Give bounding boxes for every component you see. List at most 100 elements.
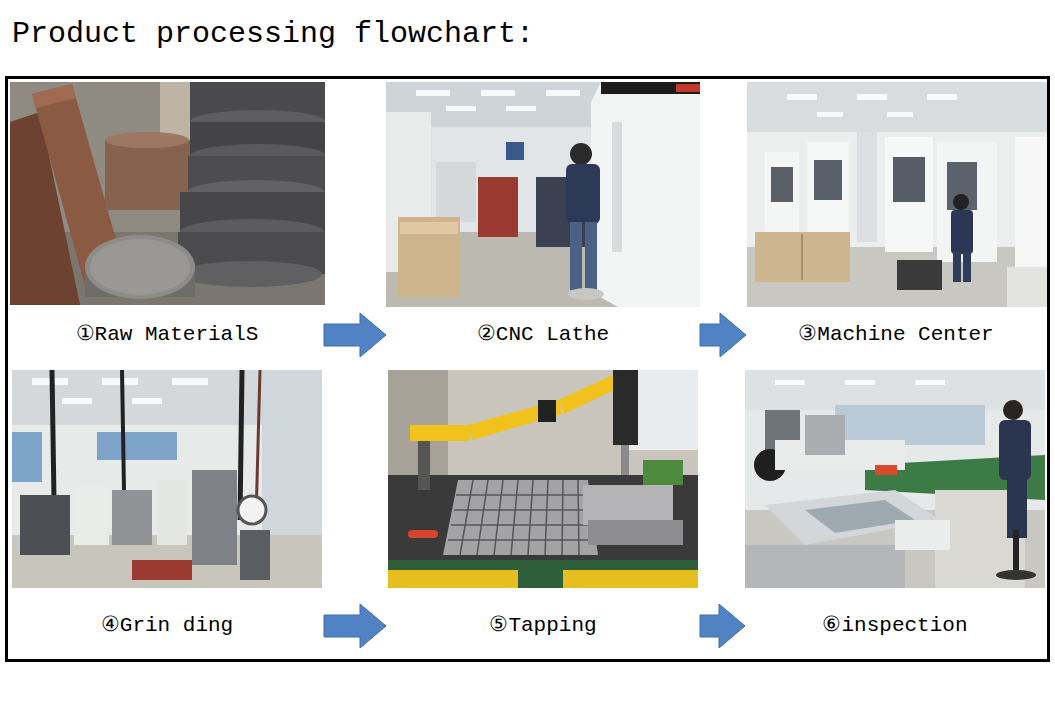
photo-detail — [32, 84, 76, 108]
photo-detail — [20, 495, 70, 555]
photo-detail — [568, 288, 604, 300]
photo-detail — [468, 400, 562, 440]
photo-detail — [105, 140, 190, 210]
step-caption: ②CNC Lathe — [388, 322, 698, 348]
photo-detail — [408, 530, 438, 538]
photo-detail — [398, 217, 460, 297]
photo-detail — [566, 164, 600, 224]
photo-detail — [538, 400, 556, 422]
photo-detail — [885, 137, 933, 252]
photo-detail — [755, 232, 850, 282]
photo-detail — [588, 520, 683, 545]
photo-detail — [436, 162, 476, 222]
photo-detail — [102, 378, 138, 385]
photo-detail — [90, 239, 190, 295]
photo-detail — [451, 524, 594, 526]
photo-detail — [887, 112, 913, 117]
photo-detail — [643, 460, 683, 485]
step-box: ⑤Tapping — [388, 609, 698, 643]
photo-detail — [765, 152, 799, 242]
step-caption: ⑥inspection — [747, 613, 1043, 639]
photo-detail — [446, 106, 476, 111]
cnc-lathe-photo — [386, 82, 700, 307]
photo-detail — [937, 142, 997, 262]
photo-detail — [562, 480, 563, 555]
photo-detail — [506, 106, 536, 111]
flow-arrow — [700, 604, 745, 648]
photo-detail — [388, 475, 698, 560]
photo-detail — [999, 420, 1031, 480]
photo-detail — [477, 480, 488, 555]
photo-detail — [240, 370, 242, 520]
photo-detail — [628, 370, 698, 450]
photo-detail — [528, 480, 533, 555]
photo-detail — [122, 370, 124, 490]
photo-detail — [132, 560, 192, 580]
photo-detail — [456, 494, 590, 496]
photo-detail — [400, 222, 458, 234]
photo-detail — [388, 570, 518, 588]
photo-detail — [745, 545, 905, 588]
photo-detail — [546, 90, 580, 96]
photo-detail — [178, 261, 322, 287]
photo-detail — [996, 570, 1036, 580]
photo-detail — [157, 480, 187, 545]
photo-detail — [953, 194, 969, 210]
photo-detail — [771, 167, 793, 202]
photo-detail — [448, 480, 596, 555]
step-box: ③Machine Center — [748, 318, 1044, 352]
photo-detail — [612, 122, 622, 252]
photo-detail — [545, 480, 548, 555]
flow-arrow — [324, 313, 386, 357]
photo-detail — [585, 222, 597, 290]
step-box: ②CNC Lathe — [388, 318, 698, 352]
inspection-photo — [745, 370, 1045, 588]
step-box: ①Raw MaterialS — [12, 318, 322, 352]
flow-arrow — [324, 604, 386, 648]
raw-materials-photo — [10, 82, 326, 305]
photo-detail — [835, 405, 985, 445]
photo-detail — [875, 465, 897, 475]
photo-detail — [85, 235, 195, 299]
photo-detail — [676, 84, 700, 92]
photo-detail — [963, 252, 971, 282]
grinding-photo — [12, 370, 322, 588]
photo-detail — [112, 490, 152, 545]
photo-detail — [801, 234, 803, 280]
tapping-photo — [388, 370, 698, 588]
photo-detail — [12, 432, 42, 482]
photo-detail — [443, 480, 598, 555]
photo-detail — [915, 380, 945, 385]
photo-detail — [893, 157, 925, 202]
photo-detail — [12, 370, 322, 588]
photo-detail — [1013, 530, 1019, 570]
step-box: ④Grin ding — [12, 609, 322, 643]
photo-detail — [172, 378, 208, 385]
photo-detail — [570, 143, 592, 165]
step-caption: ③Machine Center — [748, 322, 1044, 348]
photo-detail — [1003, 400, 1023, 420]
photo-detail — [558, 375, 618, 414]
machine-center-photo — [747, 82, 1047, 307]
photo-detail — [947, 162, 977, 210]
photo-detail — [62, 398, 92, 404]
photo-detail — [805, 415, 845, 455]
photo-detail — [747, 82, 1047, 307]
photo-detail — [478, 177, 518, 237]
photo-detail — [857, 94, 887, 100]
photo-detail — [745, 370, 1045, 588]
photo-detail — [817, 112, 843, 117]
photo-detail — [897, 260, 942, 290]
photo-detail — [951, 210, 973, 254]
photo-detail — [927, 94, 957, 100]
flow-arrow — [700, 313, 746, 357]
photo-detail — [494, 480, 503, 555]
photo-detail — [857, 132, 877, 242]
photo-detail — [953, 252, 961, 282]
photo-detail — [895, 520, 950, 550]
chart-title: Product processing flowchart: — [12, 16, 534, 52]
outer-frame — [7, 78, 1049, 661]
photo-detail — [578, 480, 579, 555]
